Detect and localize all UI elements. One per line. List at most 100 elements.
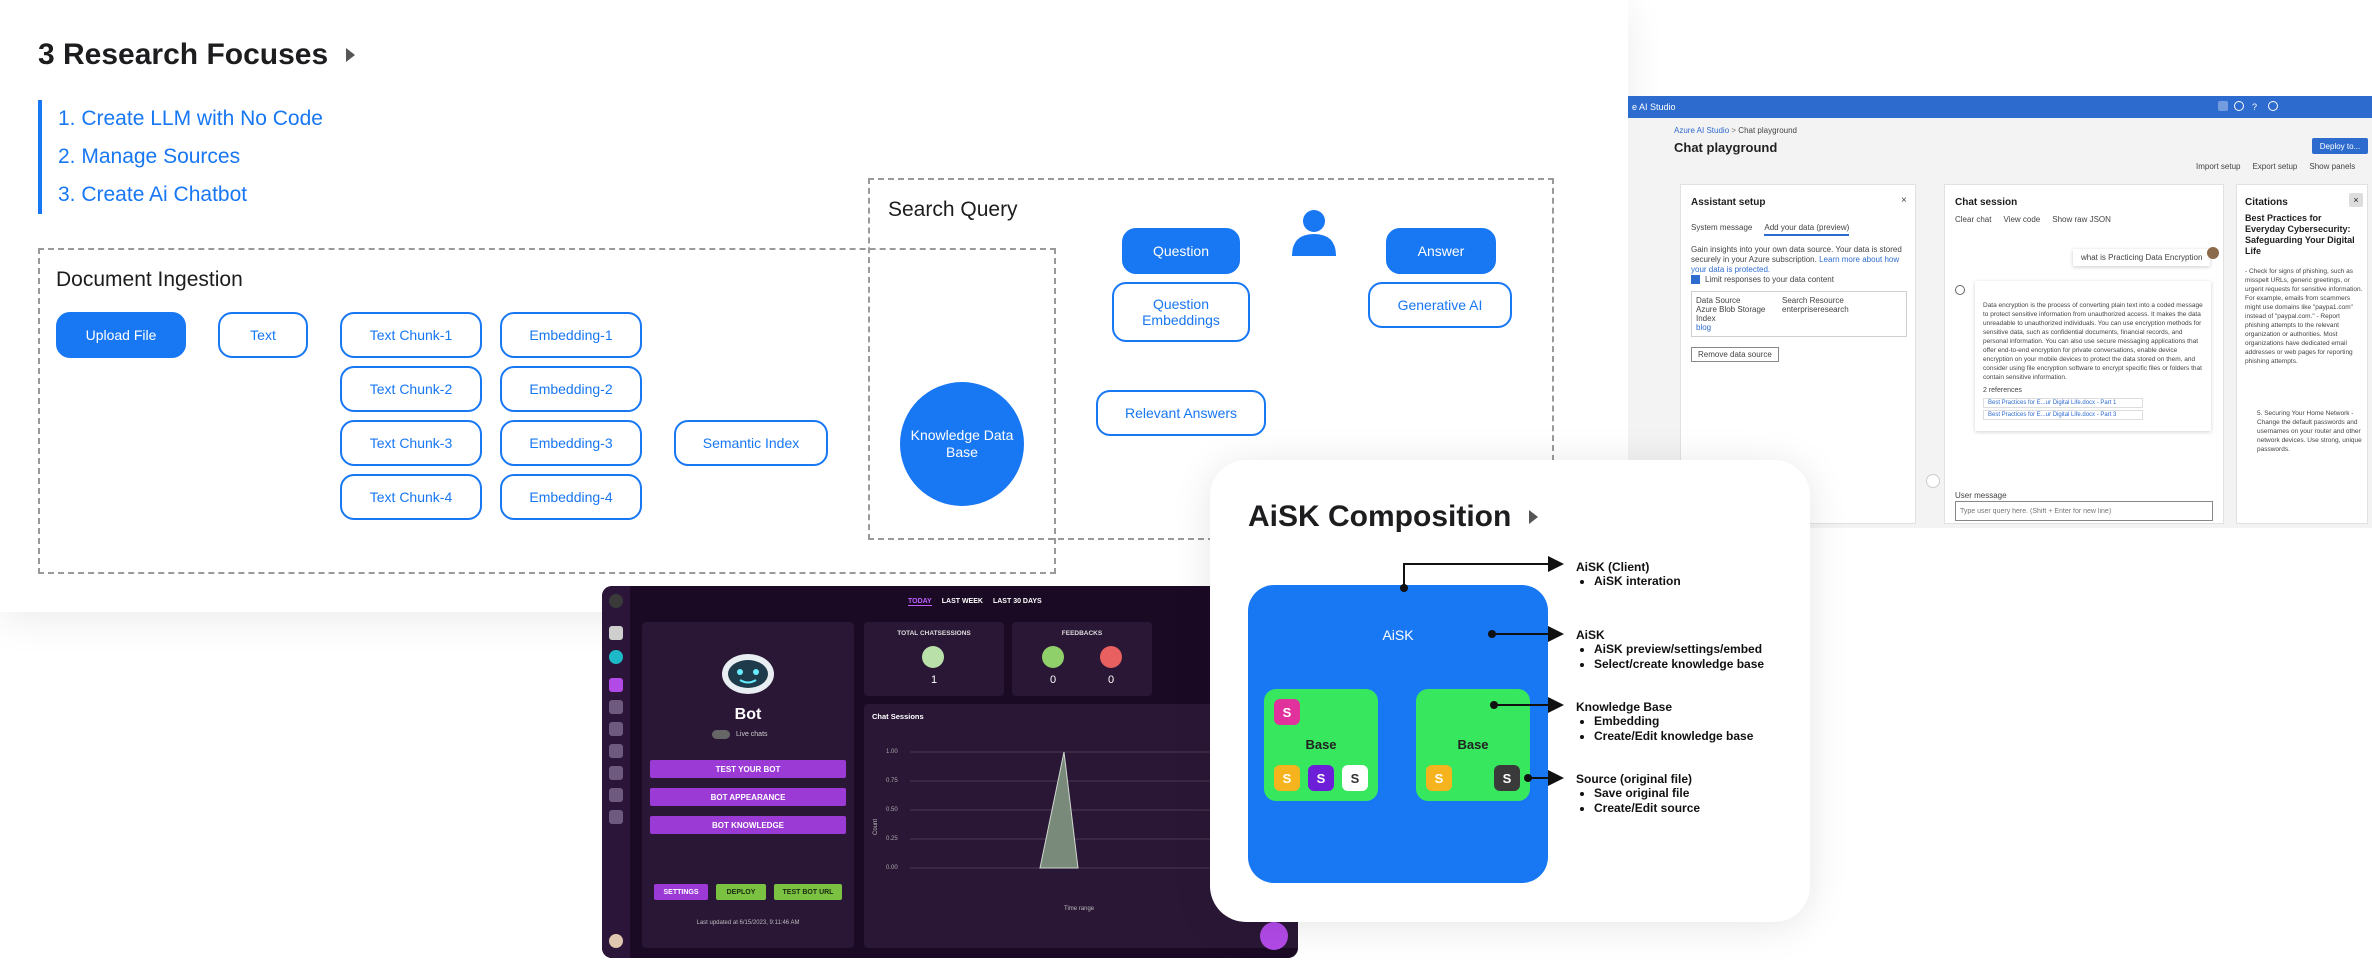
tab-system-message[interactable]: System message <box>1691 223 1753 232</box>
account-icon[interactable] <box>2268 101 2278 111</box>
generative-ai-node: Generative AI <box>1368 282 1512 328</box>
monitor-icon[interactable] <box>609 626 623 640</box>
legend-item: AiSK interation <box>1594 574 1681 589</box>
caret-right-icon[interactable] <box>1529 510 1539 524</box>
breadcrumb-item[interactable]: Chat playground <box>1738 126 1798 135</box>
tab-add-your-data[interactable]: Add your data (preview) <box>1764 223 1850 236</box>
assistant-tabs: System message Add your data (preview) <box>1691 223 1850 236</box>
deploy-button[interactable]: Deploy to... <box>2312 138 2368 154</box>
deploy-button[interactable]: DEPLOY <box>716 884 766 900</box>
y-tick: 0.50 <box>886 807 898 813</box>
embedding-node: Embedding-1 <box>500 312 642 358</box>
import-setup-button[interactable]: Import setup <box>2196 162 2241 171</box>
deploy-icon[interactable] <box>609 744 623 758</box>
bot-dashboard: TODAY LAST WEEK LAST 30 DAYS Bot Live ch… <box>602 586 1298 958</box>
x-axis-label: Time range <box>1064 906 1095 912</box>
dashboard-icon[interactable] <box>609 678 623 692</box>
legend-title: AiSK (Client) <box>1576 560 1650 574</box>
resize-handle[interactable] <box>1926 474 1940 488</box>
show-raw-json-toggle[interactable]: Show raw JSON <box>2052 215 2111 224</box>
search-resource-value: enterpriseresearch <box>1782 305 1849 314</box>
bot-profile-card: Bot Live chats TEST YOUR BOT BOT APPEARA… <box>642 622 854 948</box>
live-chats-row: Live chats <box>712 730 768 739</box>
document-ingestion-box <box>38 248 1056 574</box>
history-icon[interactable] <box>609 722 623 736</box>
show-panels-button[interactable]: Show panels <box>2309 162 2356 171</box>
y-axis-label: Count <box>873 818 880 836</box>
caret-right-icon[interactable] <box>346 48 356 62</box>
chat-launcher-icon[interactable] <box>1260 922 1288 950</box>
limit-label: Limit responses to your data content <box>1705 275 1834 284</box>
notification-icon[interactable] <box>2218 101 2228 111</box>
source-chip: S <box>1274 699 1300 725</box>
learn-more-link[interactable]: Learn more about how your data is protec… <box>1691 255 1900 274</box>
chat-icon[interactable] <box>609 700 623 714</box>
legend-item: AiSK preview/settings/embed <box>1594 642 1764 657</box>
citation-body: - Check for signs of phishing, such as m… <box>2245 268 2363 365</box>
embedding-node: Embedding-2 <box>500 366 642 412</box>
close-icon[interactable]: × <box>2349 193 2363 207</box>
source-chip: S <box>1308 765 1334 791</box>
total-sessions-card: TOTAL CHATSESSIONS 1 <box>864 622 1004 696</box>
reference-item[interactable]: Best Practices for E...ur Digital Life.d… <box>1983 410 2143 420</box>
total-sessions-value: 1 <box>930 674 938 686</box>
tab-last-30-days[interactable]: LAST 30 DAYS <box>992 598 1042 605</box>
upload-file-button[interactable]: Upload File <box>56 312 186 358</box>
export-setup-button[interactable]: Export setup <box>2252 162 2298 171</box>
azure-toolbar: Import setup Export setup Show panels <box>2196 162 2355 171</box>
legend-item: Select/create knowledge base <box>1594 657 1764 672</box>
bot-name: Bot <box>734 706 762 723</box>
tab-today[interactable]: TODAY <box>908 598 932 606</box>
test-your-bot-button[interactable]: TEST YOUR BOT <box>650 760 846 778</box>
assistant-answer-bubble: Data encryption is the process of conver… <box>1975 281 2211 431</box>
focus-item[interactable]: 2. Manage Sources <box>58 145 241 168</box>
answer-node: Answer <box>1386 228 1496 274</box>
bot-knowledge-button[interactable]: BOT KNOWLEDGE <box>650 816 846 834</box>
focus-item[interactable]: 1. Create LLM with No Code <box>58 107 323 130</box>
search-resource-label: Search Resource <box>1782 296 1844 305</box>
settings-button[interactable]: SETTINGS <box>654 884 708 900</box>
knowledge-base-box: S Base S S S <box>1264 689 1378 801</box>
help-icon[interactable]: ? <box>2252 102 2258 112</box>
tab-last-week[interactable]: LAST WEEK <box>941 598 983 605</box>
remove-data-source-button[interactable]: Remove data source <box>1691 347 1779 362</box>
y-tick: 0.25 <box>886 836 898 842</box>
breadcrumb-item[interactable]: Azure AI Studio <box>1674 126 1730 135</box>
analytics-icon[interactable] <box>609 810 623 824</box>
limit-responses-row: Limit responses to your data content <box>1691 275 1834 284</box>
index-label: Index <box>1696 314 1716 323</box>
clear-chat-button[interactable]: Clear chat <box>1955 215 1992 224</box>
bot-appearance-button[interactable]: BOT APPEARANCE <box>650 788 846 806</box>
test-bot-url-button[interactable]: TEST BOT URL <box>774 884 842 900</box>
feedback-icon[interactable] <box>609 788 623 802</box>
data-source-table: Data Source Azure Blob Storage Index blo… <box>1691 291 1907 337</box>
breadcrumb: Azure AI Studio > Chat playground <box>1674 126 1798 135</box>
legend-item: Save original file <box>1594 786 1700 801</box>
close-icon[interactable]: × <box>1901 195 1907 206</box>
view-code-button[interactable]: View code <box>2003 215 2041 224</box>
source-chip: S <box>1274 765 1300 791</box>
text-chunk-node: Text Chunk-2 <box>340 366 482 412</box>
bot-icon <box>1955 285 1965 295</box>
live-chats-toggle[interactable] <box>712 730 730 739</box>
users-icon[interactable] <box>609 766 623 780</box>
chat-tools: Clear chat View code Show raw JSON <box>1955 215 2111 224</box>
limit-checkbox[interactable] <box>1691 275 1700 284</box>
source-chip: S <box>1426 765 1452 791</box>
chart-title: Chat Sessions <box>872 712 924 721</box>
user-message-label: User message <box>1955 491 2007 500</box>
document-ingestion-title: Document Ingestion <box>56 268 243 291</box>
focus-item[interactable]: 3. Create Ai Chatbot <box>58 183 248 206</box>
settings-icon[interactable] <box>2234 101 2244 111</box>
legend-title: AiSK <box>1576 628 1605 642</box>
chat-session-card: Chat session Clear chat View code Show r… <box>1944 184 2224 524</box>
aisk-connectors <box>1400 556 1564 786</box>
user-message-input[interactable] <box>1955 501 2213 521</box>
avatar[interactable] <box>609 934 623 948</box>
assistant-setup-card: Assistant setup × System message Add you… <box>1680 184 1916 524</box>
references-toggle[interactable]: 2 references <box>1983 387 2022 394</box>
bot-avatar-icon[interactable] <box>609 650 623 664</box>
reference-item[interactable]: Best Practices for E...ur Digital Life.d… <box>1983 398 2143 408</box>
index-value[interactable]: blog <box>1696 323 1712 332</box>
base-label: Base <box>1305 737 1337 752</box>
